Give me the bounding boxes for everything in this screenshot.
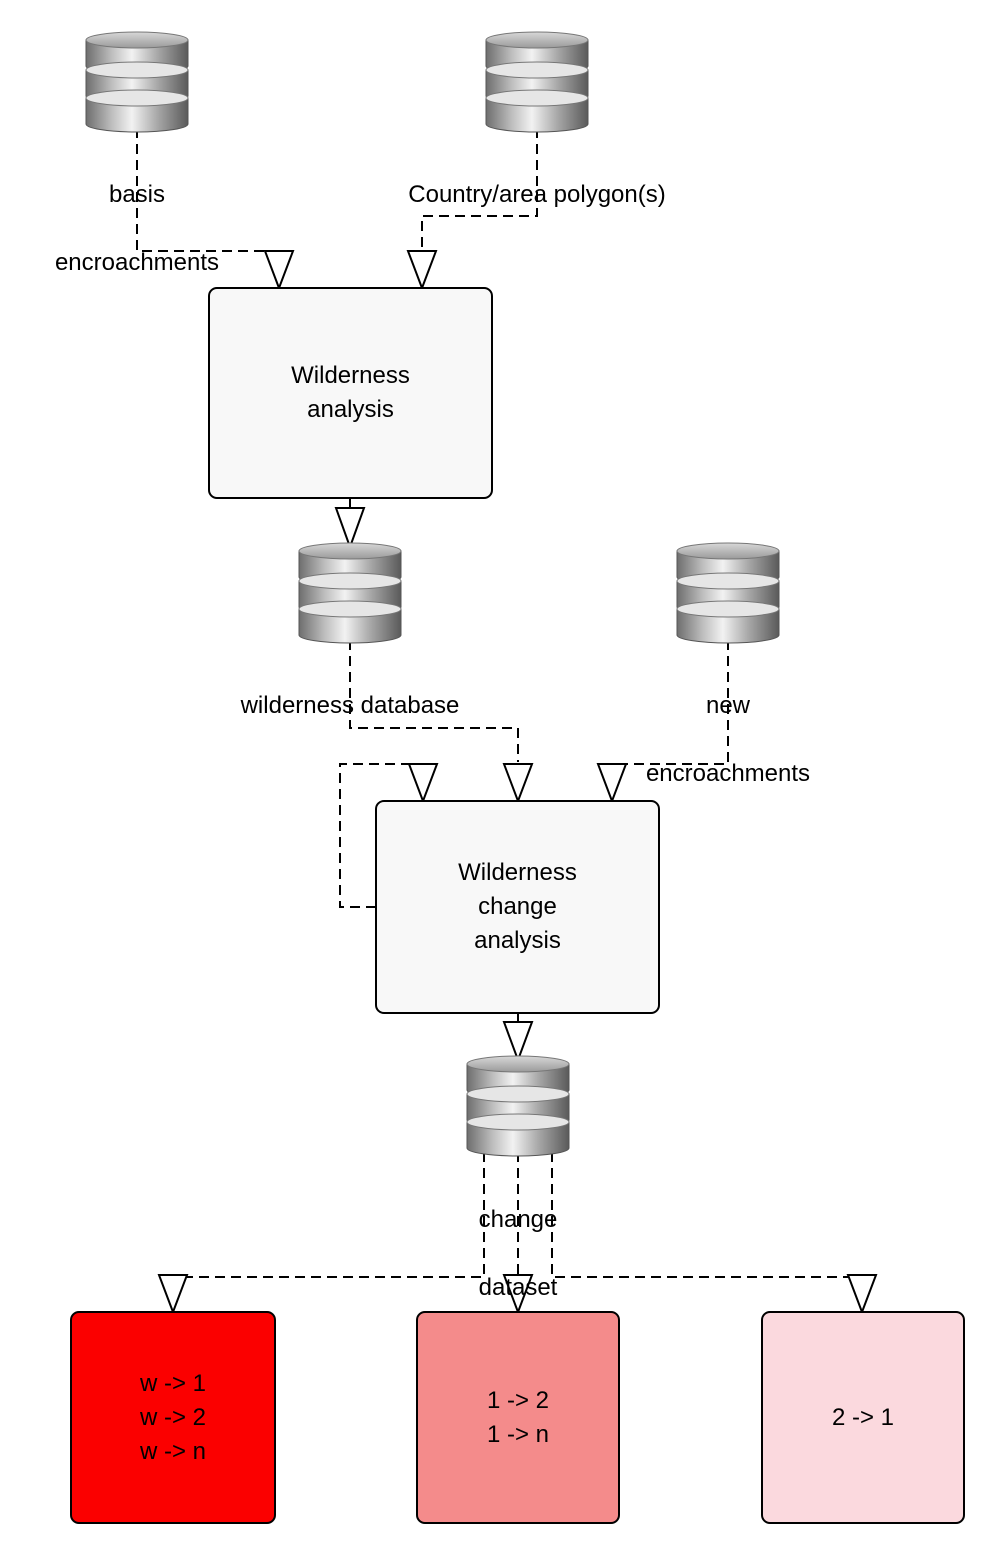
arrowhead: [502, 1021, 534, 1063]
arrowhead: [334, 507, 366, 550]
change-dataset-label: change dataset: [418, 1169, 618, 1339]
label-line: Wilderness: [458, 859, 577, 886]
wilderness-change-analysis-box: Wilderness change analysis: [375, 800, 660, 1014]
label-line: analysis: [307, 396, 394, 423]
output-label: w -> 1 w -> 2 w -> n: [140, 1367, 206, 1469]
arrowhead: [596, 763, 628, 804]
connector-db-to-change: [349, 640, 519, 762]
label-line: new: [705, 692, 751, 719]
connector-country-to-analysis: [421, 128, 538, 262]
wilderness-change-analysis-label: Wilderness change analysis: [458, 856, 577, 958]
basis-database-icon: [85, 31, 189, 133]
arrowheads: [157, 250, 878, 1315]
wilderness-analysis-label: Wilderness analysis: [291, 359, 410, 427]
arrowhead: [157, 1274, 189, 1315]
arrowhead: [263, 250, 295, 291]
output-label: 1 -> 2 1 -> n: [487, 1384, 549, 1452]
label-line: w -> 2: [139, 1403, 207, 1431]
arrowhead: [407, 763, 439, 804]
label-line: 2 -> 1: [831, 1403, 895, 1431]
arrowhead: [846, 1274, 878, 1315]
wilderness-analysis-box: Wilderness analysis: [208, 287, 493, 499]
label-line: Country/area polygon(s): [408, 181, 666, 208]
output-label: 2 -> 1: [832, 1401, 894, 1435]
change-ds-database-icon: [466, 1055, 570, 1157]
label-line: w -> 1: [139, 1369, 207, 1397]
arrowhead: [406, 250, 438, 291]
label-line: change: [478, 893, 557, 920]
label-line: encroachments: [645, 760, 811, 787]
connector-basis-to-analysis: [136, 128, 280, 262]
label-line: change: [478, 1206, 558, 1233]
basis-encroachments-label: basis encroachments: [17, 144, 257, 314]
wilderness-database-label: wilderness database: [200, 655, 500, 757]
output-box-1-transitions: 1 -> 2 1 -> n: [416, 1311, 620, 1524]
label-line: Wilderness: [291, 362, 410, 389]
label-line: basis: [108, 181, 166, 208]
label-line: dataset: [478, 1274, 558, 1301]
label-line: analysis: [474, 927, 561, 954]
output-box-2-transitions: 2 -> 1: [761, 1311, 965, 1524]
label-line: w -> n: [139, 1437, 207, 1465]
label-line: encroachments: [54, 249, 220, 276]
wilderness-db-database-icon: [298, 542, 402, 644]
label-line: wilderness database: [240, 692, 460, 719]
country-database-icon: [485, 31, 589, 133]
new-enc-database-icon: [676, 542, 780, 644]
output-box-w-transitions: w -> 1 w -> 2 w -> n: [70, 1311, 276, 1524]
country-polygons-label: Country/area polygon(s): [367, 144, 707, 246]
new-encroachments-label: new encroachments: [608, 655, 848, 825]
label-line: 1 -> 2: [486, 1386, 550, 1414]
arrowhead: [502, 1274, 534, 1315]
arrowhead: [502, 763, 534, 804]
label-line: 1 -> n: [486, 1420, 550, 1448]
